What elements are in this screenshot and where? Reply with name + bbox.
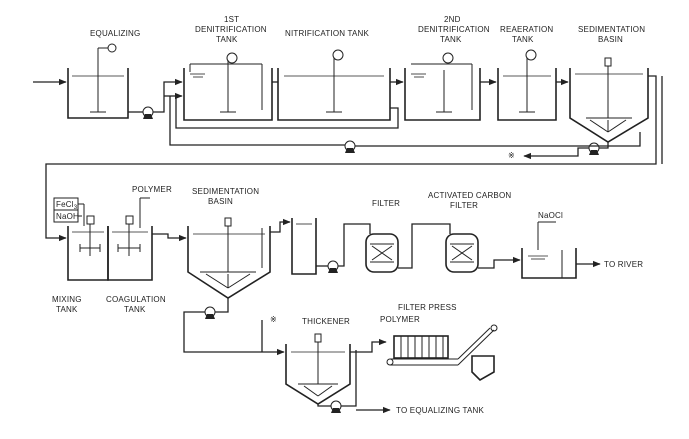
pump-icon [344, 140, 356, 153]
svg-text:COAGULATION: COAGULATION [106, 295, 166, 304]
svg-text:TANK: TANK [56, 305, 78, 314]
svg-text:TANK: TANK [512, 35, 534, 44]
nitrification-label: NITRIFICATION TANK [285, 29, 370, 38]
svg-text:FILTER: FILTER [450, 201, 478, 210]
row1-to-row2-pipe [45, 75, 657, 242]
nitrate-recycle-pipe [169, 96, 345, 146]
denitrification-tank-2 [404, 52, 481, 121]
svg-text:1ST: 1ST [224, 15, 239, 24]
svg-text:BASIN: BASIN [598, 35, 623, 44]
pump-icon [204, 306, 216, 319]
svg-text:TANK: TANK [216, 35, 238, 44]
to-equalizing-label: TO EQUALIZING TANK [396, 406, 485, 415]
svg-text:BASIN: BASIN [208, 197, 233, 206]
naoh-label: NaOH [56, 212, 79, 221]
pump-icon [142, 106, 154, 119]
pump-icon [330, 400, 342, 413]
equalizing-label: EQUALIZING [90, 29, 140, 38]
sedimentation-2-label: SEDIMENTATION BASIN [192, 187, 259, 206]
svg-text:2ND: 2ND [444, 15, 461, 24]
svg-text:REAERATION: REAERATION [500, 25, 553, 34]
svg-text:DENITRIFICATION: DENITRIFICATION [195, 25, 267, 34]
reaeration-tank [497, 49, 557, 121]
svg-text:TANK: TANK [440, 35, 462, 44]
thickener-label: THICKENER [302, 317, 350, 326]
svg-text:TANK: TANK [124, 305, 146, 314]
chemical-dosing-fecl3-naoh [53, 197, 85, 226]
denitrification-2-label: 2ND DENITRIFICATION TANK [418, 15, 490, 44]
polymer-label-2: POLYMER [380, 315, 420, 324]
sand-filter [365, 233, 399, 273]
svg-text:MIXING: MIXING [52, 295, 82, 304]
filter-press [386, 324, 498, 366]
filter-press-label: FILTER PRESS [398, 303, 457, 312]
pump-icon [588, 142, 600, 155]
svg-text:SEDIMENTATION: SEDIMENTATION [192, 187, 259, 196]
denitrification-1-label: 1ST DENITRIFICATION TANK [195, 15, 267, 44]
denitrification-tank-1 [183, 52, 273, 121]
excess-sludge-mark-1: ※ [508, 151, 515, 160]
coagulation-tank-label: COAGULATION TANK [106, 295, 166, 314]
excess-sludge-mark-2: ※ [270, 315, 277, 324]
mixing-tank-label: MIXING TANK [52, 295, 82, 314]
naocl-label: NaOCl [538, 211, 563, 220]
sedimentation-1-label: SEDIMENTATION BASIN [578, 25, 645, 44]
activated-carbon-filter [445, 233, 479, 273]
activated-carbon-label: ACTIVATED CARBON FILTER [428, 191, 511, 210]
to-river-label: TO RIVER [604, 260, 643, 269]
polymer-label-1: POLYMER [132, 185, 172, 194]
internal-return-pipe [174, 92, 399, 129]
fecl3-label: FeCl3 [56, 200, 78, 211]
intermediate-pit [291, 218, 317, 275]
thickener [285, 333, 351, 405]
svg-text:ACTIVATED CARBON: ACTIVATED CARBON [428, 191, 511, 200]
sedimentation-basin-1 [569, 57, 649, 143]
nitrification-tank [277, 49, 391, 121]
reaeration-label: REAERATION TANK [500, 25, 553, 44]
pump-icon [327, 260, 339, 273]
svg-text:DENITRIFICATION: DENITRIFICATION [418, 25, 490, 34]
coagulation-tank [107, 197, 153, 281]
mixing-tank [67, 215, 109, 281]
svg-text:SEDIMENTATION: SEDIMENTATION [578, 25, 645, 34]
chlorination-tank [521, 221, 577, 279]
filter-label: FILTER [372, 199, 400, 208]
sludge-cake-hopper [471, 355, 495, 381]
sedimentation-basin-2 [187, 217, 271, 299]
equalizing-tank [67, 43, 129, 119]
